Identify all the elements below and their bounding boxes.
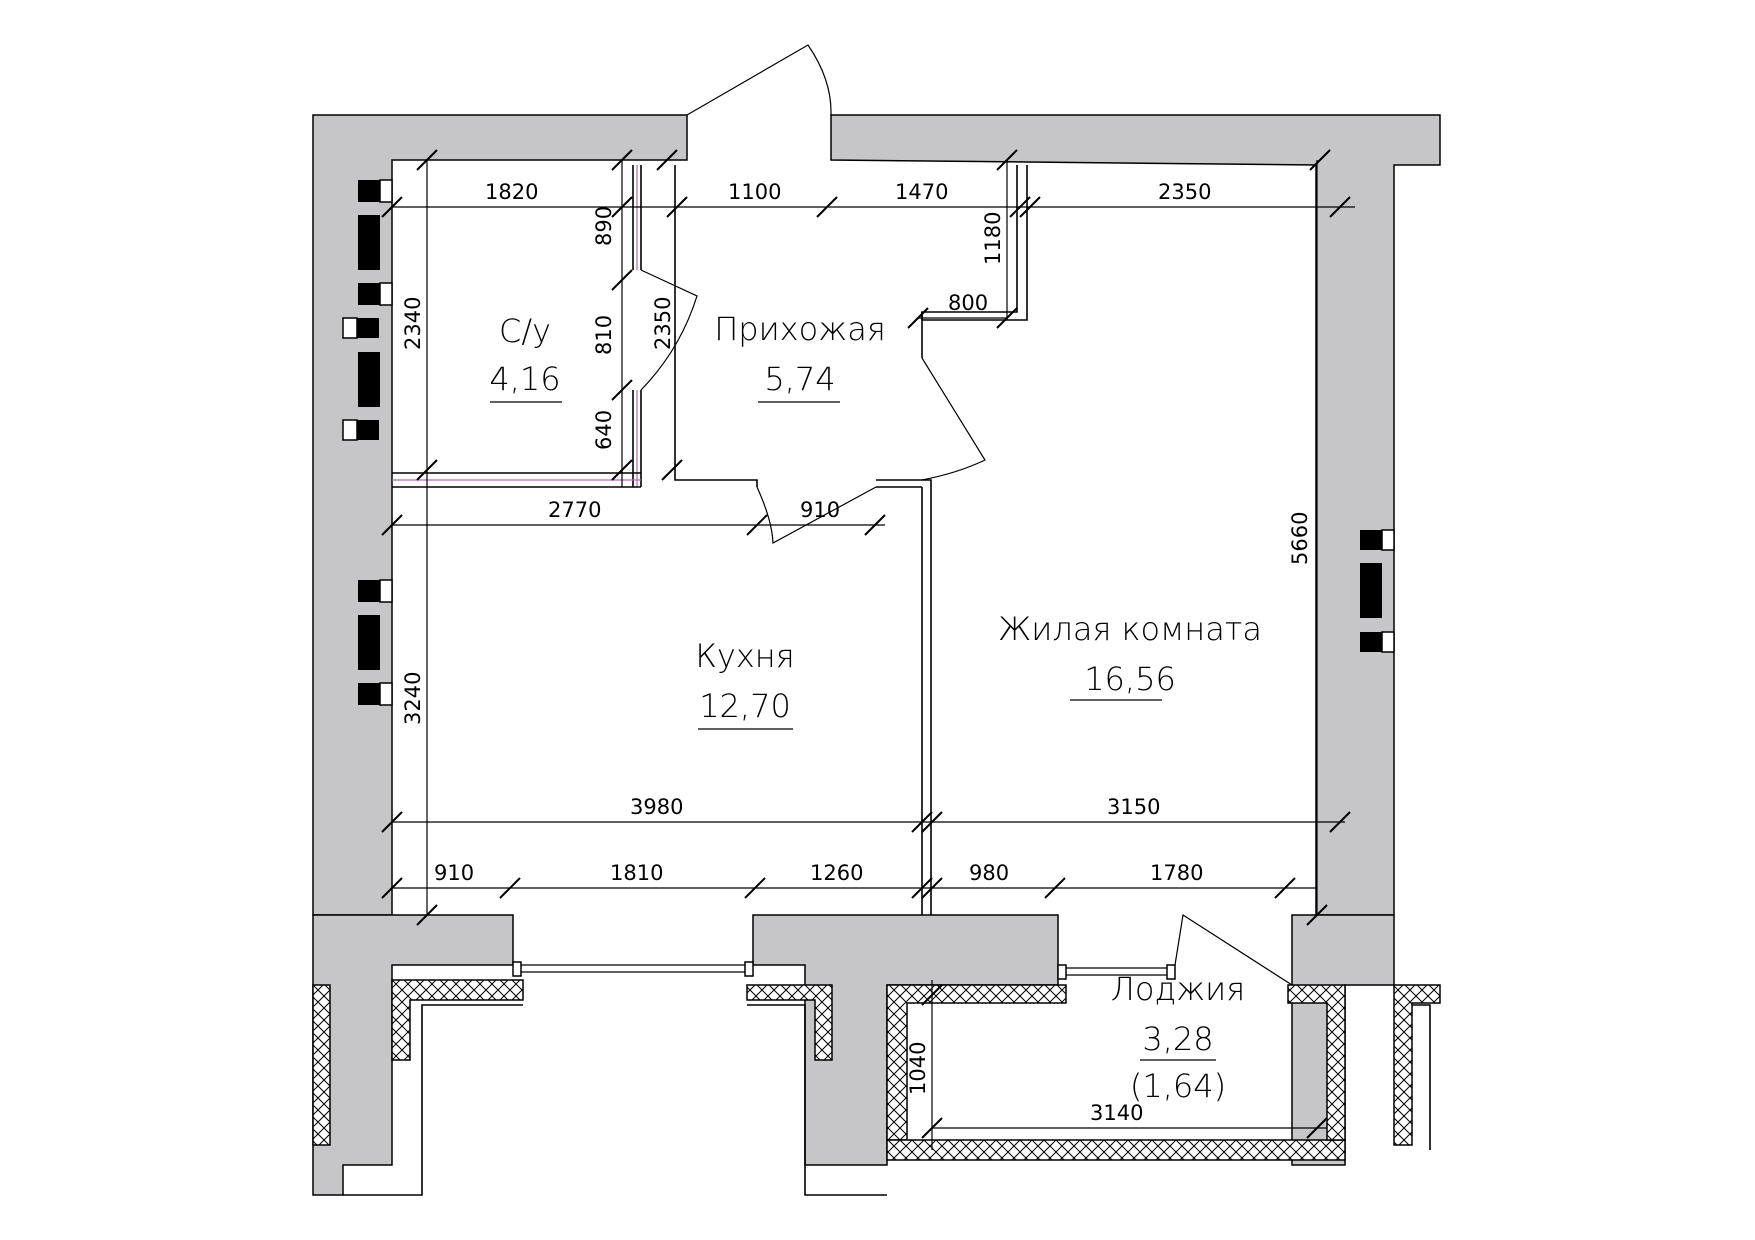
dim-loggia-width: 3140	[1090, 1101, 1143, 1125]
dimension-ticks	[381, 149, 1351, 1139]
room-area-hallway: 5,74	[764, 360, 835, 398]
dim-top-door-b: 1470	[895, 180, 948, 204]
room-name-bathroom: С/у	[499, 312, 551, 350]
facade-lines	[343, 1004, 1431, 1196]
dim-loggia-depth: 1040	[906, 1042, 930, 1095]
dim-bottom-a: 910	[434, 861, 474, 885]
insulation	[312, 979, 1441, 1161]
dim-top-door-a: 1100	[728, 180, 781, 204]
dim-bath-wall-upper: 890	[592, 206, 616, 246]
room-name-loggia: Лоджия	[1111, 970, 1245, 1008]
dim-bath-wall-lower: 640	[592, 410, 616, 450]
dim-living-height: 5660	[1288, 512, 1312, 565]
room-area-living: 16,56	[1084, 660, 1176, 698]
room-labels: С/у 4,16 Прихожая 5,74 Кухня 12,70 Жилая…	[489, 310, 1262, 1105]
room-area-loggia-reduced: (1,64)	[1130, 1067, 1226, 1105]
room-area-loggia: 3,28	[1142, 1020, 1213, 1058]
dim-bottom-c: 1260	[810, 861, 863, 885]
dim-bottom-e: 1780	[1150, 861, 1203, 885]
left-windows	[342, 179, 393, 706]
room-area-kitchen: 12,70	[699, 687, 791, 725]
room-name-kitchen: Кухня	[695, 637, 794, 675]
dimension-labels: 1820 1100 1470 2350 890 810 640 2340 235…	[401, 180, 1312, 1125]
doors	[640, 44, 1293, 986]
dim-top-living: 2350	[1158, 180, 1211, 204]
glazing	[512, 961, 1176, 980]
dim-closet-depth: 1180	[981, 212, 1005, 265]
partitions	[392, 165, 1028, 915]
room-area-bathroom: 4,16	[489, 360, 560, 398]
dim-bath-height: 2340	[401, 297, 425, 350]
dim-kitchen-upper: 2770	[548, 498, 601, 522]
dim-bath-door: 810	[592, 315, 616, 355]
dim-top-bath: 1820	[485, 180, 538, 204]
dim-bottom-b: 1810	[610, 861, 663, 885]
dim-kitchen-height: 3240	[401, 672, 425, 725]
dimension-lines	[392, 160, 1355, 1150]
dim-living-width: 3150	[1107, 795, 1160, 819]
dim-hall-depth: 2350	[651, 297, 675, 350]
dim-closet-width: 800	[948, 291, 988, 315]
dim-kitchen-door: 910	[800, 498, 840, 522]
dim-bottom-d: 980	[969, 861, 1009, 885]
bottom-wall-left	[312, 914, 514, 1196]
bottom-pier-center	[752, 914, 1059, 1166]
room-name-hallway: Прихожая	[714, 310, 886, 348]
right-windows	[1360, 529, 1395, 653]
walls	[312, 114, 1441, 1196]
dim-kitchen-width: 3980	[630, 795, 683, 819]
room-name-living: Жилая комната	[998, 610, 1262, 648]
